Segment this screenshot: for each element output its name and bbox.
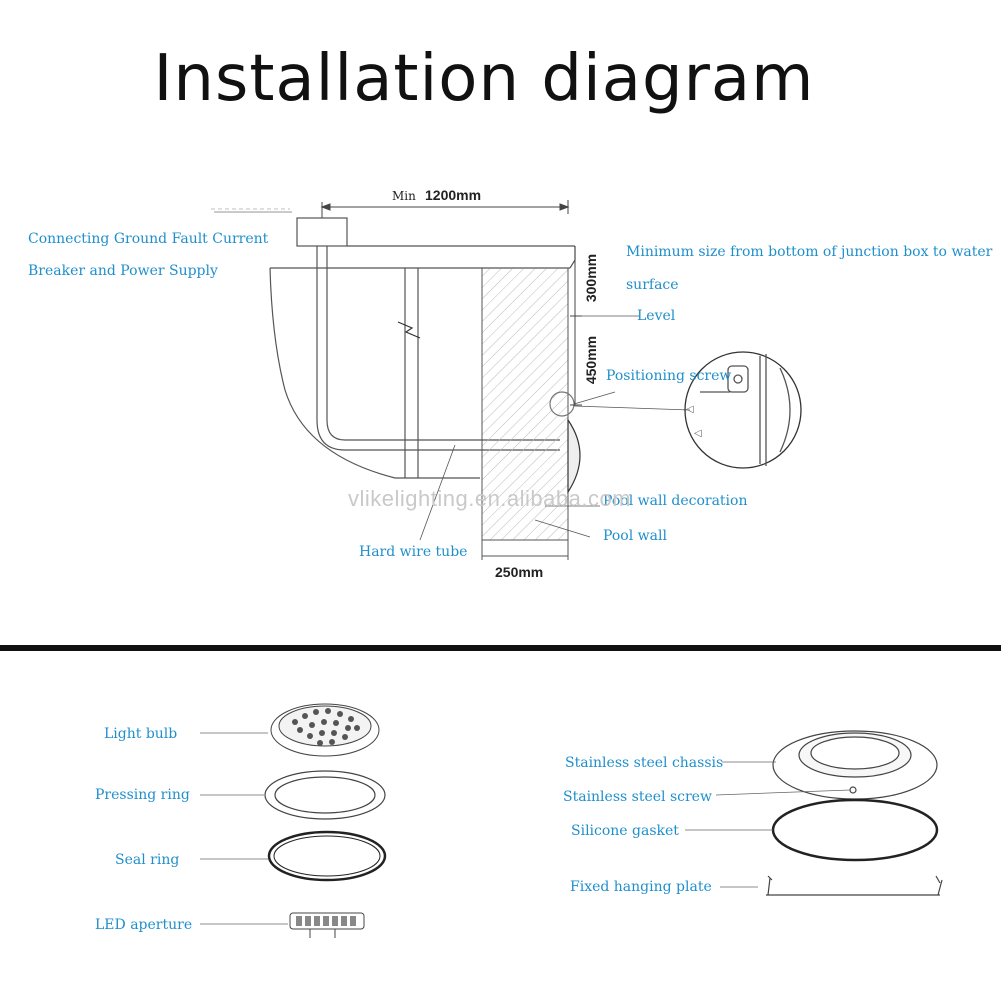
hanging-plate-part [766, 875, 943, 896]
label-min-size-line2: surface [626, 277, 679, 293]
label-pool-wall: Pool wall [603, 528, 667, 544]
label-positioning-screw: Positioning screw [606, 368, 732, 384]
led-aperture-part [289, 912, 365, 938]
water-surface [270, 245, 576, 269]
dimension-height-upper: 300mm [583, 253, 599, 303]
dimension-width-top: 1200mm [425, 187, 482, 203]
dimension-min-label: Min [392, 189, 416, 203]
part-label-stainless-chassis: Stainless steel chassis [565, 755, 724, 771]
seal-ring-part [267, 830, 387, 882]
label-level: Level [637, 308, 676, 324]
part-label-led-aperture: LED aperture [95, 917, 193, 933]
silicone-gasket-part [771, 798, 939, 862]
parts-right-leaders [685, 761, 851, 888]
svg-text:◁: ◁ [686, 404, 694, 415]
parts-left-leaders [200, 732, 288, 925]
part-label-pressing-ring: Pressing ring [95, 787, 190, 803]
pressing-ring-part [264, 770, 386, 820]
label-breaker-line2: Breaker and Power Supply [28, 263, 218, 279]
pool-wall-section [481, 267, 569, 560]
label-pool-wall-decoration: Pool wall decoration [603, 493, 748, 509]
part-label-light-bulb: Light bulb [104, 726, 178, 742]
watermark-text: vlikelighting.en.alibaba.com [348, 486, 632, 511]
dimension-wall-width: 250mm [495, 564, 544, 580]
detail-magnifier: ◁ ◁ [684, 351, 802, 469]
stainless-chassis-part [772, 730, 938, 800]
label-breaker-line1: Connecting Ground Fault Current [28, 231, 269, 247]
part-label-stainless-screw: Stainless steel screw [563, 789, 712, 805]
section-divider [0, 645, 1001, 651]
conduit-pipe [316, 246, 560, 451]
dimension-vertical [570, 246, 582, 406]
dimension-1200 [320, 200, 570, 222]
page-title: Installation diagram [153, 42, 815, 116]
dimension-height-lower: 450mm [583, 335, 599, 385]
pool-lamp [549, 391, 581, 495]
light-bulb-part [270, 703, 380, 757]
label-hard-wire-tube: Hard wire tube [359, 544, 468, 560]
leader-lines [419, 315, 691, 541]
part-label-seal-ring: Seal ring [115, 852, 180, 868]
junction-box [211, 208, 348, 247]
svg-text:◁: ◁ [694, 428, 702, 439]
label-min-size-line1: Minimum size from bottom of junction box… [626, 244, 993, 260]
pool-body [269, 267, 480, 479]
part-label-hanging-plate: Fixed hanging plate [570, 879, 712, 895]
part-label-silicone-gasket: Silicone gasket [571, 823, 679, 839]
